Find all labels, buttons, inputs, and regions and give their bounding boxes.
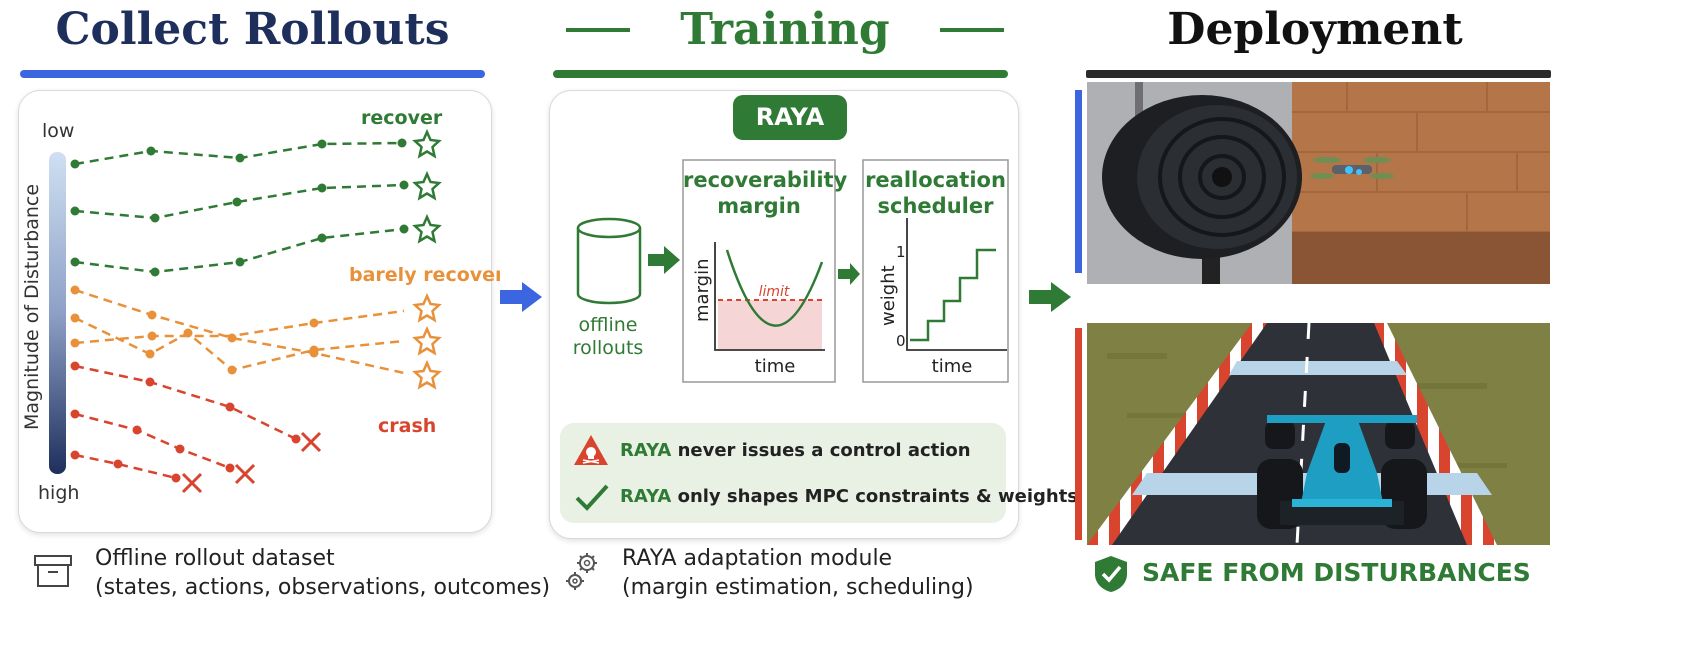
barely-star-2: [412, 325, 442, 356]
training-title: Training: [680, 4, 890, 55]
disturbance-gradient-bar: [49, 152, 66, 474]
skull-warning-icon: [574, 435, 608, 465]
scheduler-axes: [906, 218, 1007, 351]
disturbance-axis-label: Magnitude of Disturbance: [21, 184, 43, 430]
scheduler-box: [862, 159, 1009, 383]
crash-traj-1: [74, 364, 297, 441]
crash-x-3: [181, 472, 203, 494]
title-bars: [20, 28, 1551, 78]
scheduler-tick-0: 0: [896, 332, 906, 350]
deployment-title: Deployment: [1167, 4, 1463, 55]
scheduler-xlabel: time: [932, 356, 973, 377]
margin-box-title-2: margin: [717, 194, 801, 218]
margin-limit-label: limit: [759, 284, 790, 300]
crash-trajectories: [74, 364, 297, 480]
training-bar: [553, 70, 1008, 78]
arrow-to-deployment: [1029, 282, 1071, 312]
raya-badge: RAYA: [733, 95, 847, 140]
training-caption-line1: RAYA adaptation module: [622, 546, 893, 571]
note-1-text: never issues a control action: [671, 440, 971, 461]
crash-traj-3: [74, 453, 177, 480]
scheduler-ylabel: weight: [878, 265, 899, 326]
race-car: [1257, 415, 1427, 529]
crash-x-2: [234, 463, 256, 485]
arrow-to-margin: [648, 246, 680, 274]
margin-ylabel: margin: [692, 259, 713, 322]
offline-rollouts-cylinder: [576, 217, 642, 305]
margin-xlabel: time: [755, 356, 796, 377]
recover-stars: [412, 128, 442, 244]
crash-traj-2: [74, 412, 231, 470]
gears-icon: [566, 553, 597, 590]
crash-label: crash: [378, 415, 436, 437]
rollout-caption-line2: (states, actions, observations, outcomes…: [95, 575, 551, 600]
scheduler-step-curve: [910, 248, 996, 342]
arrow-to-scheduler: [838, 263, 860, 285]
collect-bar: [20, 70, 485, 78]
barely-trajectories: [74, 288, 405, 375]
barely-recover-label: barely recover: [349, 264, 500, 286]
training-caption-line2: (margin estimation, scheduling): [622, 575, 974, 600]
margin-curve: [725, 249, 824, 327]
barely-star-1: [412, 292, 442, 323]
barely-traj-1: [74, 288, 405, 375]
barely-stars: [412, 292, 442, 390]
car-accent-bar: [1075, 328, 1082, 540]
drone-fan-photo: [1087, 82, 1550, 284]
crash-points: [70, 361, 301, 483]
drone: [1310, 157, 1394, 179]
recover-traj-2: [74, 183, 405, 220]
axis-high-label: high: [38, 482, 79, 504]
note-2-keyword: RAYA: [620, 486, 672, 507]
margin-box-title-1: recoverability: [683, 168, 848, 192]
barely-points: [70, 285, 319, 375]
arrow-to-training: [500, 282, 542, 312]
rollout-caption-line1: Offline rollout dataset: [95, 546, 335, 571]
rollouts-diagram: low high Magnitude of Disturbance recove…: [21, 107, 500, 504]
recover-points: [70, 138, 409, 277]
safe-from-disturbances-label: SAFE FROM DISTURBANCES: [1142, 558, 1531, 587]
raya-notes-box: [560, 423, 1006, 523]
deployment-bar: [1086, 70, 1551, 78]
shield-check-icon: [1095, 556, 1127, 592]
axis-low-label: low: [42, 120, 74, 142]
recover-label: recover: [361, 107, 443, 129]
training-diagram: offline rollouts margin time limit 1 0 w…: [573, 159, 1009, 383]
crash-x-1: [300, 431, 322, 453]
collect-rollouts-title: Collect Rollouts: [55, 4, 450, 55]
recover-star-3: [412, 213, 442, 244]
race-scene: [1087, 323, 1550, 545]
cylinder-label-2: rollouts: [573, 337, 644, 359]
scheduler-box-title-1: reallocation: [865, 168, 1006, 192]
archive-box-icon: [34, 555, 72, 587]
scheduler-box-title-2: scheduler: [877, 194, 994, 218]
crash-x-marks: [181, 431, 322, 494]
margin-axes: [714, 242, 825, 351]
scheduler-tick-1: 1: [896, 243, 906, 261]
drone-scene: [1087, 82, 1550, 284]
note-line-1: RAYA never issues a control action: [620, 440, 971, 461]
note-2-text: only shapes MPC constraints & weights: [671, 486, 1079, 507]
race-car-track-photo: [1087, 323, 1550, 545]
recover-star-2: [412, 170, 442, 201]
note-1-keyword: RAYA: [620, 440, 672, 461]
barely-star-3: [412, 359, 442, 390]
note-line-2: RAYA only shapes MPC constraints & weigh…: [620, 486, 1078, 507]
barely-traj-2: [74, 316, 405, 372]
cylinder-label-1: offline: [578, 314, 637, 336]
recover-star-1: [412, 128, 442, 159]
drone-accent-bar: [1075, 90, 1082, 273]
check-icon: [575, 484, 609, 511]
